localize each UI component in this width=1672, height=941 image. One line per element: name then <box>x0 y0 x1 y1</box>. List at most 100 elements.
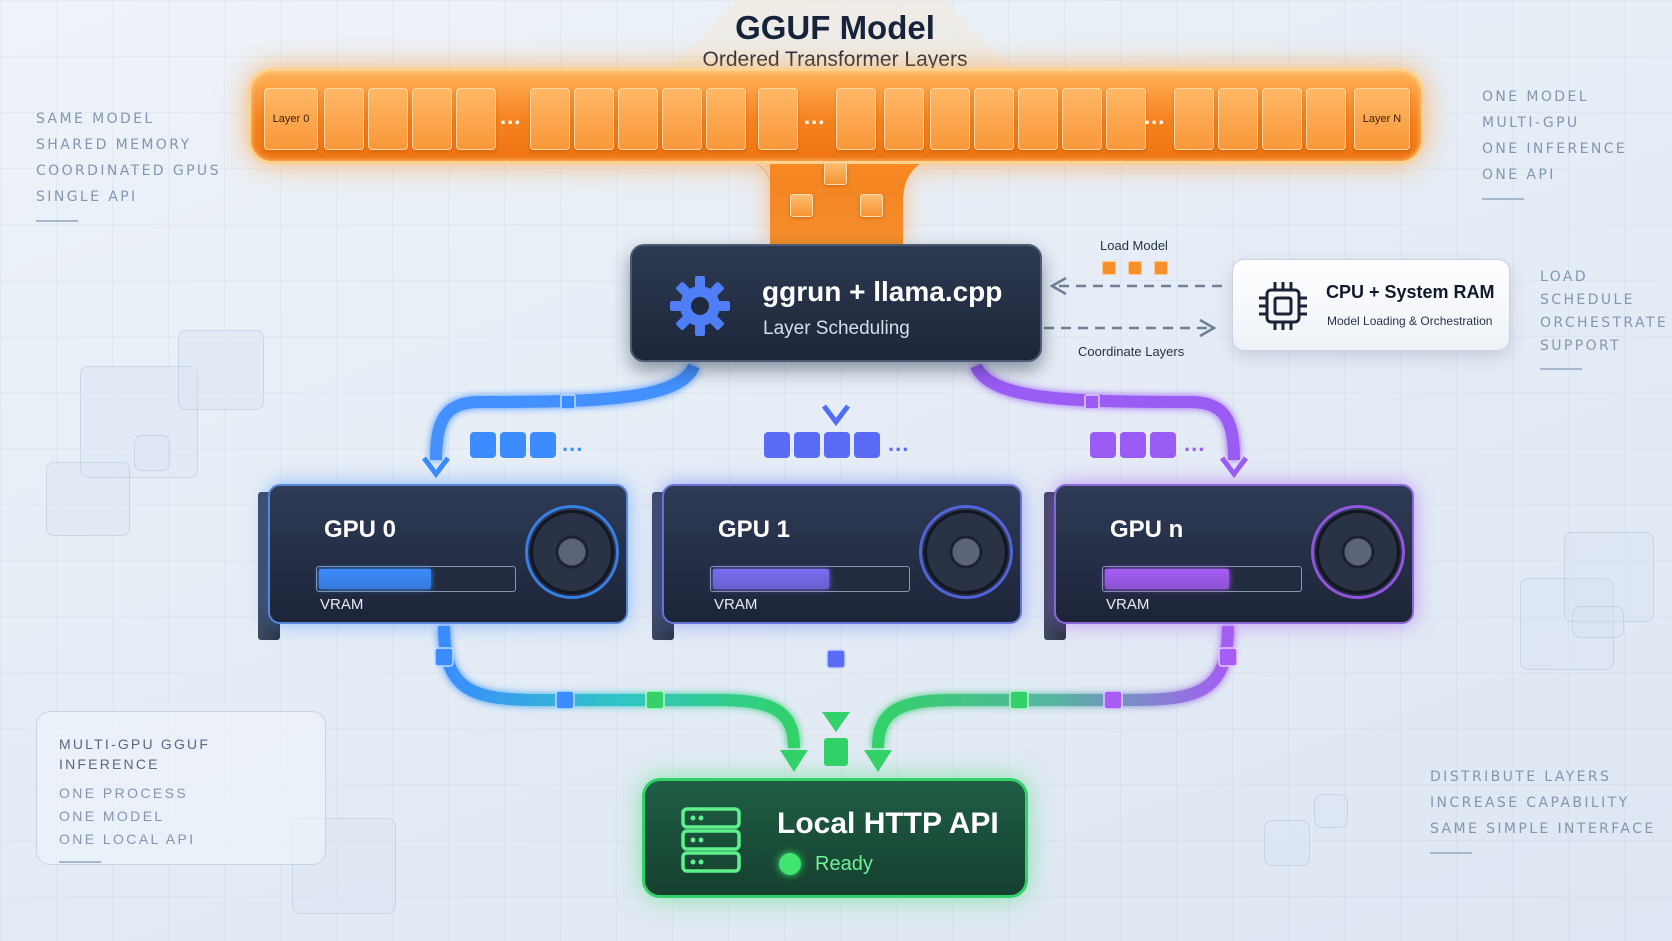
layer-block <box>884 88 924 150</box>
vram-bar <box>316 566 516 592</box>
note-line: LOAD <box>1540 269 1589 285</box>
scheduler-subtitle: Layer Scheduling <box>763 318 910 339</box>
layer-queue-block <box>824 432 850 458</box>
connector-node <box>1103 690 1123 710</box>
queue-ellipsis: ... <box>888 431 910 456</box>
note-line: ORCHESTRATE <box>1540 315 1669 331</box>
arrow-down-icon <box>864 750 892 772</box>
connector-node <box>434 647 454 667</box>
gpu-title: GPU 1 <box>718 516 791 543</box>
page-title: GGUF Model <box>735 9 935 46</box>
summary-card: MULTI-GPU GGUF INFERENCE ONE PROCESS ONE… <box>36 711 326 865</box>
note-line: ONE INFERENCE <box>1482 141 1628 157</box>
divider <box>59 861 101 863</box>
layer-block <box>758 88 798 150</box>
note-line: ONE API <box>1482 167 1556 183</box>
layer-queue-block <box>764 432 790 458</box>
connector-node <box>824 738 848 766</box>
arrow-down-icon <box>780 750 808 772</box>
right-mid-notes: LOAD SCHEDULE ORCHESTRATE SUPPORT <box>1540 266 1668 370</box>
layer-ellipsis: ... <box>1144 104 1166 129</box>
scheduler-card: ggrun + llama.cpp Layer Scheduling <box>630 244 1042 362</box>
layer-queue-block <box>530 432 556 458</box>
fan-ring <box>525 505 619 599</box>
arrow-right-icon <box>1199 318 1217 338</box>
layer-ellipsis: ... <box>500 104 522 129</box>
layer-block <box>456 88 496 150</box>
status-dot <box>779 853 801 875</box>
wire-to-gpun <box>970 363 1240 461</box>
layer-block <box>1262 88 1302 150</box>
arrow-down-icon <box>422 456 450 479</box>
layer-queue-block <box>854 432 880 458</box>
connector-node <box>1218 647 1238 667</box>
gear-icon <box>670 276 730 336</box>
layer-block <box>836 88 876 150</box>
vram-bar <box>710 566 910 592</box>
summary-item: ONE PROCESS <box>59 785 189 801</box>
layer-cube <box>860 194 883 217</box>
queue-ellipsis: ... <box>1184 431 1206 456</box>
background-square <box>46 462 130 536</box>
arrow-down-icon <box>1220 456 1248 479</box>
vram-label: VRAM <box>320 596 364 613</box>
layer-cube <box>1154 261 1168 275</box>
server-icon <box>681 807 741 873</box>
layer-block <box>1018 88 1058 150</box>
layer-cube <box>1128 261 1142 275</box>
layer-cube <box>1102 261 1116 275</box>
background-square <box>1572 606 1624 638</box>
layer-cube <box>824 162 847 185</box>
cpu-subtitle: Model Loading & Orchestration <box>1327 314 1493 328</box>
gpu-title: GPU 0 <box>324 516 397 543</box>
note-line: MULTI-GPU <box>1482 115 1580 131</box>
layer-queue-block <box>1150 432 1176 458</box>
vram-label: VRAM <box>714 596 758 613</box>
layer-block <box>324 88 364 150</box>
layer-block <box>1306 88 1346 150</box>
layer-queue-block <box>470 432 496 458</box>
layer-block <box>574 88 614 150</box>
wire-gpu0-to-api <box>438 625 800 749</box>
vram-bar <box>1102 566 1302 592</box>
background-square <box>80 366 198 478</box>
note-line: SCHEDULE <box>1540 292 1635 308</box>
background-square <box>1314 794 1348 828</box>
queue-ellipsis: ... <box>562 431 584 456</box>
note-line: ONE MODEL <box>1482 89 1589 105</box>
fan-ring <box>919 505 1013 599</box>
page-subtitle: Ordered Transformer Layers <box>702 48 968 71</box>
gpu-card-1: GPU 1 VRAM <box>662 484 1022 624</box>
summary-item: ONE LOCAL API <box>59 831 196 847</box>
vram-bar-fill <box>713 569 829 589</box>
note-line: INCREASE CAPABILITY <box>1430 795 1630 811</box>
arrow-down-icon <box>822 712 850 732</box>
gpu-title: GPU n <box>1110 516 1184 543</box>
layer-queue-block <box>1090 432 1116 458</box>
fan-icon <box>1316 510 1400 594</box>
right-top-notes: ONE MODEL MULTI-GPU ONE INFERENCE ONE AP… <box>1482 84 1627 200</box>
background-square <box>1264 820 1310 866</box>
gpu-card-0: GPU 0 VRAM <box>268 484 628 624</box>
layer-queue-block <box>794 432 820 458</box>
cpu-title: CPU + System RAM <box>1326 282 1495 302</box>
layer-block <box>706 88 746 150</box>
connector-node <box>645 690 665 710</box>
layer-ellipsis: ... <box>804 104 826 129</box>
cpu-chip-icon <box>1259 282 1307 330</box>
summary-heading: MULTI-GPU GGUF INFERENCE <box>59 736 211 772</box>
cpu-ram-card: CPU + System RAM Model Loading & Orchest… <box>1232 259 1510 351</box>
note-line: DISTRIBUTE LAYERS <box>1430 769 1612 785</box>
layer-block <box>618 88 658 150</box>
arrow-left-icon <box>1049 276 1067 296</box>
connector-node <box>1084 394 1100 410</box>
connector-node <box>1009 690 1029 710</box>
fan-ring <box>1311 505 1405 599</box>
left-top-notes: SAME MODEL SHARED MEMORY COORDINATED GPU… <box>36 106 221 222</box>
layer-block <box>1106 88 1146 150</box>
scheduler-title: ggrun + llama.cpp <box>762 276 1003 307</box>
note-line: SHARED MEMORY <box>36 137 192 153</box>
layer-block <box>1218 88 1258 150</box>
title-block: GGUF Model Ordered Transformer Layers <box>590 8 1080 72</box>
